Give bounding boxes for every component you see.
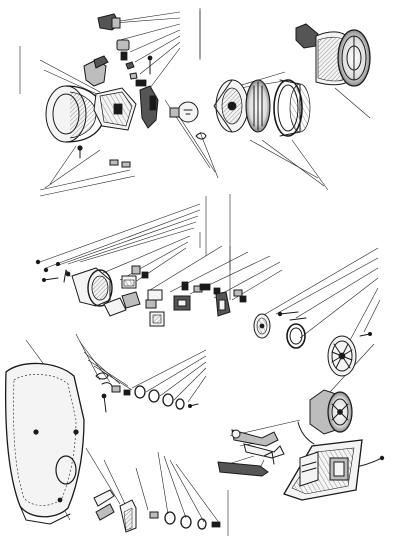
headlamp-assembly-group xyxy=(19,8,371,197)
bulb-holder xyxy=(93,87,137,131)
leg-shield xyxy=(4,362,85,525)
switch-housing xyxy=(63,267,113,307)
brackets xyxy=(93,489,221,533)
lens-glass xyxy=(245,79,271,133)
washers-and-nuts xyxy=(134,385,199,410)
horn-diaphragm xyxy=(277,311,307,349)
tyre-lever xyxy=(217,451,275,477)
rim-ring xyxy=(273,79,311,137)
mounting-bracket xyxy=(83,55,109,87)
horn-leader-lines xyxy=(229,246,381,393)
leg-shield-assembly-group xyxy=(4,333,229,536)
horn-body xyxy=(327,331,372,377)
tool-pouch xyxy=(283,439,363,501)
mounting-clips xyxy=(95,372,131,413)
switch-leader-lines xyxy=(39,194,283,301)
bulb xyxy=(169,101,199,123)
switch-assembly-group xyxy=(35,194,283,327)
terminal-blocks xyxy=(103,265,247,327)
switch-lever xyxy=(139,85,159,129)
small-screws xyxy=(35,259,61,282)
leg-shield-leader-lines xyxy=(25,333,221,525)
spanner xyxy=(231,429,285,459)
assembled-headlamp xyxy=(295,23,371,87)
horn-cover xyxy=(253,313,271,339)
horn-assembly-group xyxy=(229,246,381,435)
mounting-screws xyxy=(77,145,131,168)
reflector xyxy=(213,79,249,133)
assembled-horn xyxy=(309,389,353,435)
spring-clip xyxy=(195,132,207,140)
switch-bracket xyxy=(97,13,153,87)
tool-kit-group xyxy=(217,419,385,501)
headlamp-shell xyxy=(45,85,105,143)
